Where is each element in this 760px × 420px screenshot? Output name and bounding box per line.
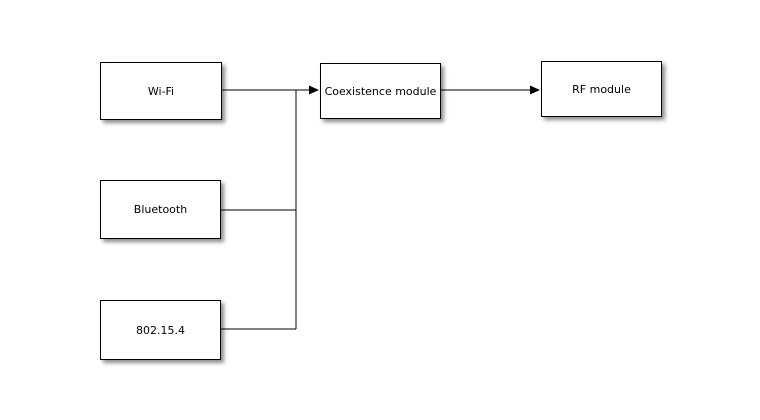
node-coexistence-module: Coexistence module <box>320 63 441 119</box>
node-wifi: Wi-Fi <box>100 62 222 120</box>
node-wifi-label: Wi-Fi <box>147 84 175 98</box>
arrowhead-icon <box>309 85 319 95</box>
node-rf-module: RF module <box>541 61 662 117</box>
node-bluetooth: Bluetooth <box>100 180 221 239</box>
arrowhead-icon <box>530 85 540 95</box>
node-802-15-4-label: 802.15.4 <box>136 323 185 337</box>
node-coexistence-module-label: Coexistence module <box>324 84 437 98</box>
node-rf-module-label: RF module <box>572 82 631 96</box>
node-802-15-4: 802.15.4 <box>100 300 221 360</box>
node-bluetooth-label: Bluetooth <box>133 203 188 216</box>
